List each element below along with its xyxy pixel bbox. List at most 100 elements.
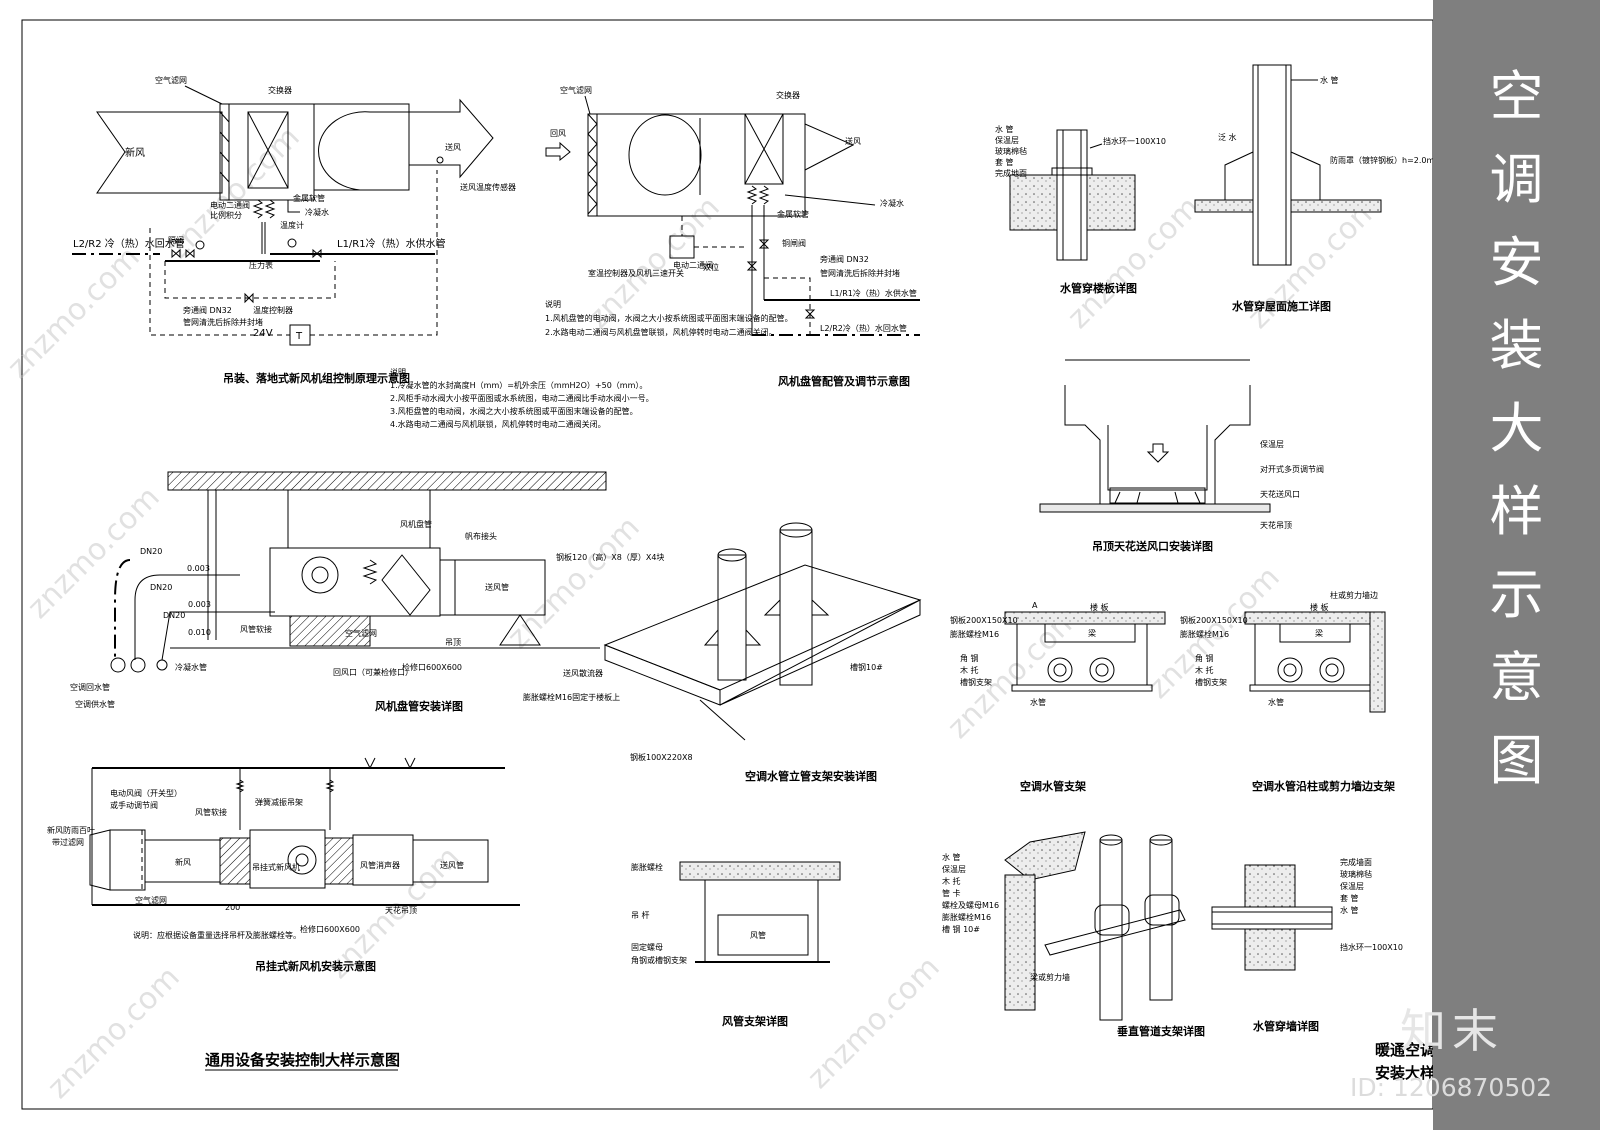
general-title: 通用设备安装控制大样示意图 (205, 1051, 400, 1069)
pipe-through-floor-detail: 水 管 保温层 玻璃棉毡 套 管 完成地面 挡水环一100X10 水管穿楼板详图 (995, 124, 1166, 295)
svg-text:交换器: 交换器 (776, 90, 800, 100)
caption-riser-support: 空调水管立管支架安装详图 (745, 769, 877, 783)
svg-text:螺栓及螺母M16: 螺栓及螺母M16 (942, 900, 999, 910)
bypass-valve-label: 旁通阀 DN32 (183, 305, 232, 315)
fcu-supply-duct (439, 559, 546, 616)
svg-text:吊挂式新风机: 吊挂式新风机 (252, 862, 300, 872)
caption-pipe-through-roof: 水管穿屋面施工详图 (1232, 299, 1331, 313)
flex-pipe-label-1: 金属软管 (293, 193, 325, 203)
svg-text:玻璃棉毡: 玻璃棉毡 (995, 146, 1027, 156)
svg-text:膨胀螺栓M16: 膨胀螺栓M16 (1180, 629, 1229, 639)
water-pipe-bracket-detail: A 楼 板 钢板200X150X10 膨胀螺栓M16 梁 角 钢 木 托 槽钢支… (950, 601, 1166, 793)
svg-text:挡水环一100X10: 挡水环一100X10 (1103, 136, 1166, 146)
svg-text:梁: 梁 (1088, 629, 1096, 638)
svg-text:水 管: 水 管 (942, 852, 961, 862)
caption-duct-support: 风管支架详图 (722, 1014, 788, 1028)
svg-text:A: A (1032, 601, 1038, 610)
pressure-gauge-label: 压力表 (249, 260, 273, 270)
svg-text:1.风机盘管的电动阀，水阀之大小按系统图或平面图末端设备的配: 1.风机盘管的电动阀，水阀之大小按系统图或平面图末端设备的配管。 (545, 313, 793, 323)
fresh-air-label: 新风 (125, 146, 145, 159)
svg-text:对开式多页调节阀: 对开式多页调节阀 (1260, 464, 1324, 474)
duct-rect (717, 914, 809, 956)
pipe-through-roof-detail: 水 管 泛 水 防雨罩（镀锌钢板）h=2.0mm 水管穿屋面施工详图 (1194, 64, 1442, 313)
svg-text:冷凝水: 冷凝水 (880, 198, 904, 208)
supply-arrow-2 (804, 123, 855, 171)
voltage-label: 24V (253, 328, 273, 339)
svg-text:风管消声器: 风管消声器 (360, 860, 400, 870)
svg-text:0.010: 0.010 (188, 628, 211, 637)
svg-text:膨胀螺栓: 膨胀螺栓 (631, 862, 663, 872)
caption-wall-bracket: 空调水管沿柱或剪力墙边支架 (1252, 779, 1395, 793)
svg-text:0.003: 0.003 (187, 564, 210, 573)
heat-exchanger-label-1: 交换器 (268, 85, 292, 95)
supply-temp-sensor-label: 送风温度传感器 (460, 182, 516, 192)
svg-text:znzmo.com: znzmo.com (41, 960, 187, 1106)
svg-text:T: T (295, 331, 303, 342)
ceiling-diffuser-detail: 保温层 对开式多页调节阀 天花送风口 天花吊顶 吊顶天花送风口安装详图 (1039, 359, 1324, 553)
fresh-air-duct-inlet (96, 111, 223, 194)
svg-text:楼 板: 楼 板 (1090, 602, 1109, 612)
svg-text:水 管: 水 管 (1320, 75, 1339, 85)
svg-text:钢板200X150X10: 钢板200X150X10 (950, 615, 1018, 625)
svg-text:保温层: 保温层 (1260, 439, 1284, 449)
svg-text:铜闸阀: 铜闸阀 (782, 238, 806, 248)
svg-text:梁: 梁 (1315, 629, 1323, 638)
svg-text:管网清洗后拆除并封堵: 管网清洗后拆除并封堵 (820, 268, 900, 278)
caption-water-pipe-bracket: 空调水管支架 (1020, 779, 1086, 793)
svg-text:双位: 双位 (703, 262, 719, 272)
svg-text:钢板120（高）X8（厚）X4块: 钢板120（高）X8（厚）X4块 (556, 552, 664, 562)
svg-text:固定螺母: 固定螺母 (631, 942, 663, 952)
svg-text:完成地面: 完成地面 (995, 168, 1027, 178)
electric-valve-label-1: 电动二通阀 (210, 200, 250, 210)
fresh-air-control-diagram: 新风 空气滤网 交换器 送风 金属软管 送风温度传感器 冷凝水 L2/R2 冷（… (72, 75, 654, 429)
svg-text:电动风阀（开关型）: 电动风阀（开关型） (110, 788, 182, 798)
svg-text:znzmo.com: znzmo.com (801, 950, 947, 1096)
side-title: 空 调 安 装 大 样 示 意 图 (1489, 65, 1544, 792)
svg-text:送风: 送风 (845, 136, 861, 146)
svg-text:znzmo.com: znzmo.com (1, 240, 147, 386)
svg-text:200: 200 (225, 903, 240, 912)
thermometer-label: 温度计 (280, 220, 304, 230)
svg-text:冷凝水管: 冷凝水管 (175, 662, 207, 672)
svg-text:DN20: DN20 (140, 547, 162, 556)
temp-controller-box (289, 324, 311, 346)
svg-text:弹簧减振吊架: 弹簧减振吊架 (255, 797, 303, 807)
proportional-integral-label: 比例积分 (210, 210, 242, 220)
svg-text:帆布接头: 帆布接头 (465, 531, 497, 541)
svg-text:槽钢支架: 槽钢支架 (960, 677, 992, 687)
svg-text:4.水路电动二通阀与风机联锁，风机停转时电动二通阀关闭。: 4.水路电动二通阀与风机联锁，风机停转时电动二通阀关闭。 (390, 419, 606, 429)
svg-text:保温层: 保温层 (1340, 881, 1364, 891)
svg-text:柱或剪力墙边: 柱或剪力墙边 (1330, 590, 1378, 600)
logo-watermark: 知末 (1400, 1004, 1504, 1058)
hanging-fresh-air-unit-detail: 新风防雨百叶 带过滤网 电动风阀（开关型） 或手动调节阀 风管软接 弹簧减振吊架… (47, 757, 520, 973)
temp-controller-label: 温度控制器 (253, 305, 293, 315)
svg-text:检修口600X600: 检修口600X600 (300, 924, 360, 934)
fcu-piping-diagram: 空气滤网 交换器 回风 送风 冷凝水 金属软管 铜闸阀 电动二通阀 旁通阀 DN… (545, 85, 920, 388)
svg-text:说明：应根据设备重量选择吊杆及膨胀螺栓等。: 说明：应根据设备重量选择吊杆及膨胀螺栓等。 (133, 930, 301, 940)
svg-text:送风管: 送风管 (485, 582, 509, 592)
svg-text:0.003: 0.003 (188, 600, 211, 609)
svg-text:槽钢支架: 槽钢支架 (1195, 677, 1227, 687)
svg-text:槽钢10#: 槽钢10# (850, 662, 883, 672)
svg-text:3.风柜盘管的电动阀，水阀之大小按系统图或平面图末端设备的配: 3.风柜盘管的电动阀，水阀之大小按系统图或平面图末端设备的配管。 (390, 406, 638, 416)
svg-text:风管软接: 风管软接 (240, 624, 272, 634)
svg-text:吊 杆: 吊 杆 (631, 910, 650, 920)
svg-text:风管: 风管 (750, 930, 766, 940)
svg-text:检修口600X600: 检修口600X600 (402, 662, 462, 672)
svg-text:角 钢: 角 钢 (960, 653, 979, 663)
condensate-label-1: 冷凝水 (305, 207, 329, 217)
svg-text:DN20: DN20 (150, 583, 172, 592)
svg-text:角 钢: 角 钢 (1195, 653, 1214, 663)
svg-text:天花吊顶: 天花吊顶 (385, 905, 417, 915)
svg-text:送风管: 送风管 (440, 860, 464, 870)
supply-pipe-label-1: L1/R1冷（热）水供水管 (337, 237, 446, 250)
svg-text:钢板200X150X10: 钢板200X150X10 (1180, 615, 1248, 625)
svg-text:风管软接: 风管软接 (195, 807, 227, 817)
caption-fcu-install: 风机盘管安装详图 (375, 699, 463, 713)
pipe-through-wall-detail: 完成墙面 玻璃棉毡 保温层 套 管 水 管 挡水环一100X10 水管穿墙详图 (1211, 857, 1403, 1033)
svg-text:膨胀螺栓M16: 膨胀螺栓M16 (950, 629, 999, 639)
return-pipe-label-1: L2/R2 冷（热）水回水管 (73, 237, 185, 250)
air-filter-label-1: 空气滤网 (155, 75, 187, 85)
svg-text:膨胀螺栓M16: 膨胀螺栓M16 (942, 912, 991, 922)
